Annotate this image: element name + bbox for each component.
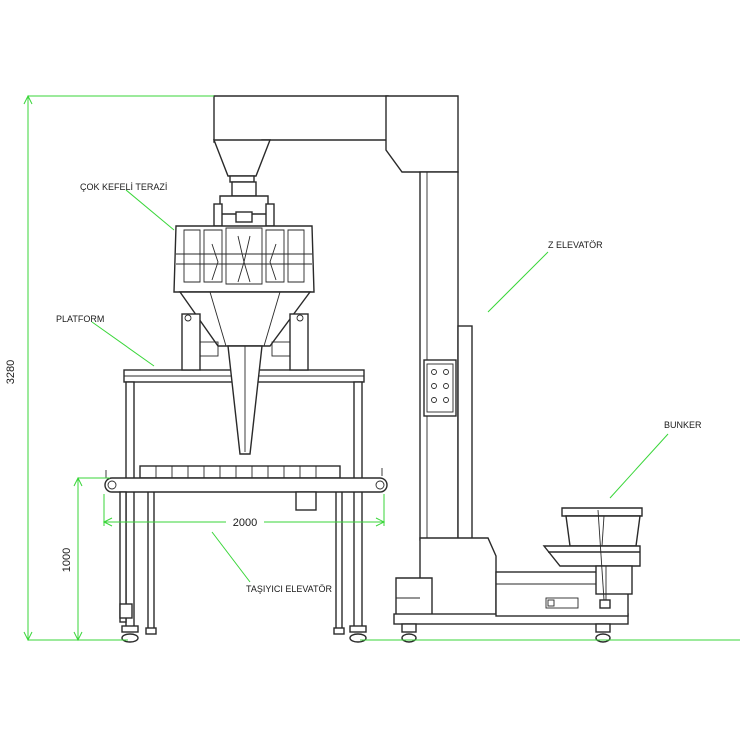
callout-bunker: BUNKER	[609, 420, 702, 499]
dimension-total-height: 3280	[5, 94, 740, 642]
platform-label: PLATFORM	[56, 314, 104, 324]
bunker	[542, 507, 643, 609]
z-elevator-label: Z ELEVATÖR	[548, 240, 603, 250]
bunker-label: BUNKER	[664, 420, 702, 430]
conveyor-length-label: 2000	[233, 517, 257, 529]
callout-z-elevator: Z ELEVATÖR	[487, 240, 603, 313]
callout-weigher: ÇOK KEFELİ TERAZİ	[80, 182, 175, 231]
total-height-label: 3280	[5, 360, 17, 384]
belt-conveyor	[104, 465, 388, 623]
weigher-label: ÇOK KEFELİ TERAZİ	[80, 182, 167, 192]
multihead-weigher	[173, 181, 315, 455]
z-elevator	[212, 95, 629, 643]
conveyor-label: TAŞIYICI ELEVATÖR	[246, 584, 333, 594]
conveyor-height-label: 1000	[61, 548, 73, 572]
callout-conveyor: TAŞIYICI ELEVATÖR	[211, 531, 333, 594]
callout-platform: PLATFORM	[56, 314, 155, 367]
dimension-conveyor-length: 2000	[102, 494, 386, 529]
dimension-conveyor-height: 1000	[61, 476, 110, 642]
